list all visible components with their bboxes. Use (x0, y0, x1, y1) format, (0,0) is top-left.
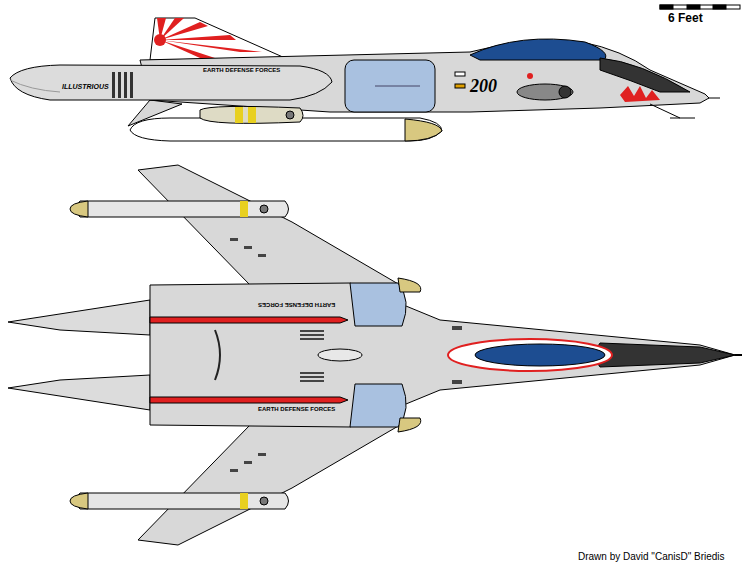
hull-number: 200 (470, 77, 497, 95)
credit-note: Drawn by David "CanisD" Briedis (578, 552, 725, 562)
hull-marking: EARTH DEFENSE FORCES (258, 406, 335, 412)
ship-name: ILLUSTRIOUS (62, 83, 109, 90)
scale-label: 6 Feet (668, 12, 703, 24)
hull-marking: EARTH DEFENSE FORCES (203, 67, 280, 73)
hull-marking: EARTH DEFENSE FORCES (258, 302, 335, 308)
